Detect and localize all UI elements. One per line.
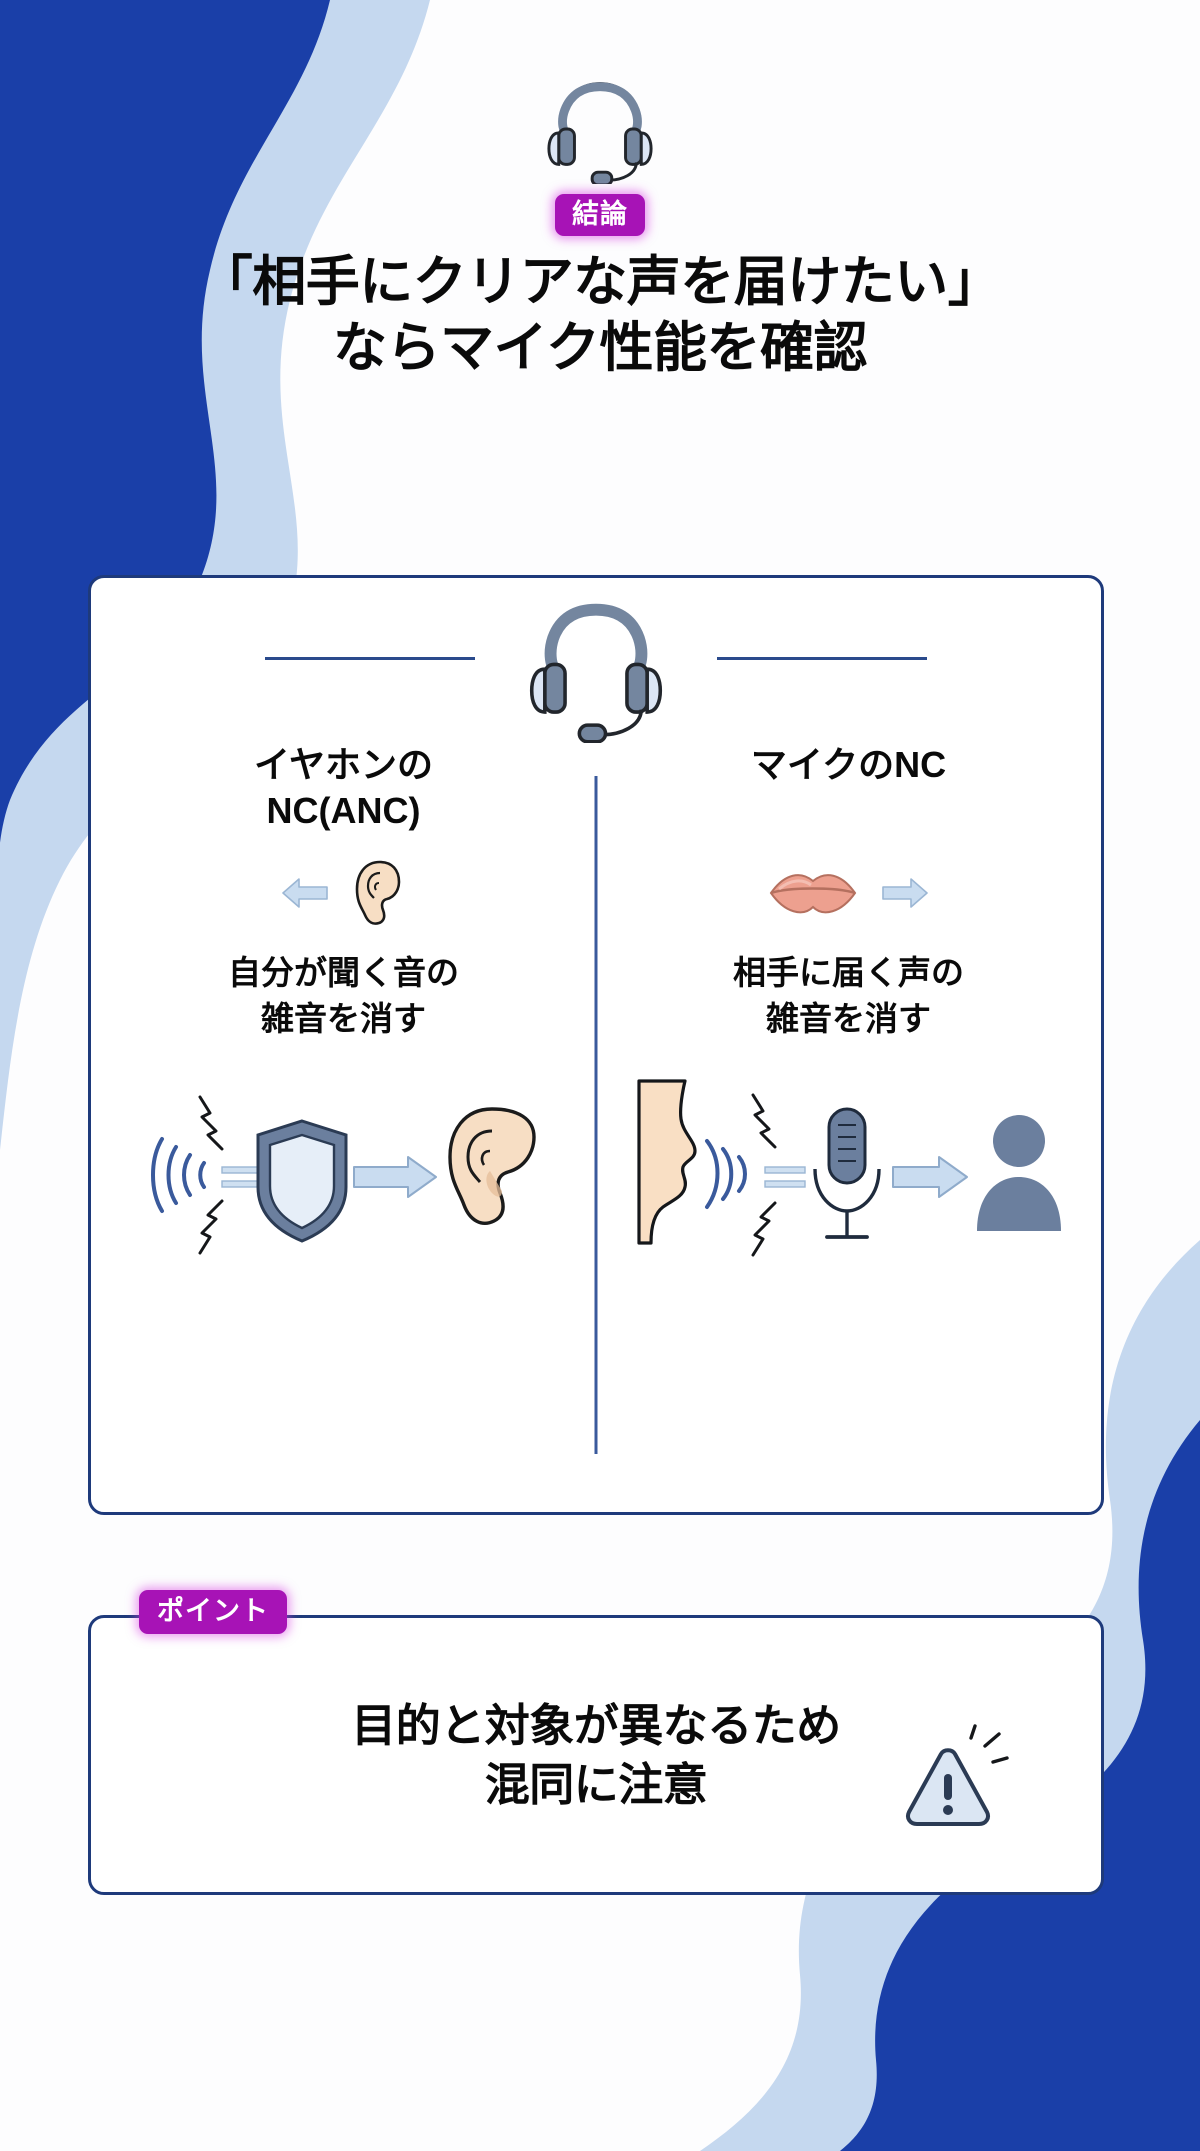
sound-waves-icon	[704, 1139, 747, 1210]
divider-left	[265, 656, 475, 660]
divider-right	[717, 656, 927, 660]
conclusion-badge: 結論	[555, 194, 645, 237]
sound-waves-icon	[150, 1137, 206, 1214]
shield-icon	[256, 1119, 347, 1243]
column-earphone-anc: イヤホンの NC(ANC) 自分が聞く音の 雑音を消す	[91, 738, 596, 1498]
bottom-right-deep-wave	[840, 1420, 1200, 2151]
arrow-right-icon	[352, 1156, 437, 1199]
desc-line-2: 雑音を消す	[766, 999, 931, 1037]
headset-with-mic-icon	[529, 603, 663, 743]
arrow-left-icon	[281, 878, 328, 908]
column-description: 自分が聞く音の 雑音を消す	[228, 950, 459, 1041]
heading-line-2: NC(ANC)	[266, 790, 421, 832]
top-left-deep-wave	[0, 0, 330, 950]
warning-triangle-icon	[906, 1724, 1009, 1826]
column-description: 相手に届く声の 雑音を消す	[733, 950, 964, 1041]
connector-right	[763, 1166, 806, 1188]
header: 結論 「相手にクリアな声を届けたい」 ならマイク性能を確認	[0, 0, 1200, 382]
connector-left	[220, 1166, 259, 1188]
anc-flow-diagram	[150, 1095, 536, 1255]
microphone-icon	[812, 1107, 881, 1240]
lips-icon	[769, 874, 856, 914]
mic-nc-flow-diagram	[636, 1079, 1061, 1257]
arrow-right-icon	[891, 1156, 968, 1199]
desc-line-1: 相手に届く声の	[733, 954, 964, 992]
heading-line-1: マイクのNC	[750, 744, 947, 785]
column-heading: マイクのNC	[751, 742, 946, 788]
ear-icon	[355, 860, 400, 926]
noise-squiggle-icon	[751, 1093, 776, 1257]
comparison-columns: イヤホンの NC(ANC) 自分が聞く音の 雑音を消す	[91, 738, 1101, 1498]
noise-squiggle-icon	[198, 1095, 223, 1255]
point-line-2: 混同に注意	[484, 1759, 708, 1810]
desc-line-1: 自分が聞く音の	[228, 954, 459, 992]
page-title: 「相手にクリアな声を届けたい」 ならマイク性能を確認	[0, 250, 1200, 382]
point-body: 目的と対象が異なるため 混同に注意	[91, 1618, 1101, 1892]
comparison-card: イヤホンの NC(ANC) 自分が聞く音の 雑音を消す	[88, 575, 1104, 1515]
point-text: 目的と対象が異なるため 混同に注意	[351, 1696, 841, 1815]
arrow-right-icon	[881, 878, 928, 908]
column-mic-nc: マイクのNC 相手に届く声の 雑音を消す	[596, 738, 1101, 1498]
title-line-2: ならマイク性能を確認	[333, 318, 867, 379]
speaking-face-profile-icon	[636, 1079, 697, 1245]
heading-line-1: イヤホンの	[254, 744, 433, 785]
person-icon	[976, 1115, 1061, 1232]
card-header	[91, 578, 1101, 743]
point-card: ポイント 目的と対象が異なるため 混同に注意	[88, 1590, 1104, 1895]
column-emoji-row	[765, 856, 933, 930]
column-emoji-row	[277, 856, 411, 930]
headset-with-mic-icon	[547, 82, 653, 184]
desc-line-2: 雑音を消す	[261, 999, 426, 1037]
vertical-divider	[594, 776, 598, 1454]
column-heading: イヤホンの NC(ANC)	[254, 742, 433, 834]
title-line-1: 「相手にクリアな声を届けたい」	[198, 252, 1002, 313]
ear-icon	[447, 1107, 536, 1226]
point-line-1: 目的と対象が異なるため	[351, 1699, 841, 1751]
point-badge: ポイント	[139, 1590, 287, 1635]
